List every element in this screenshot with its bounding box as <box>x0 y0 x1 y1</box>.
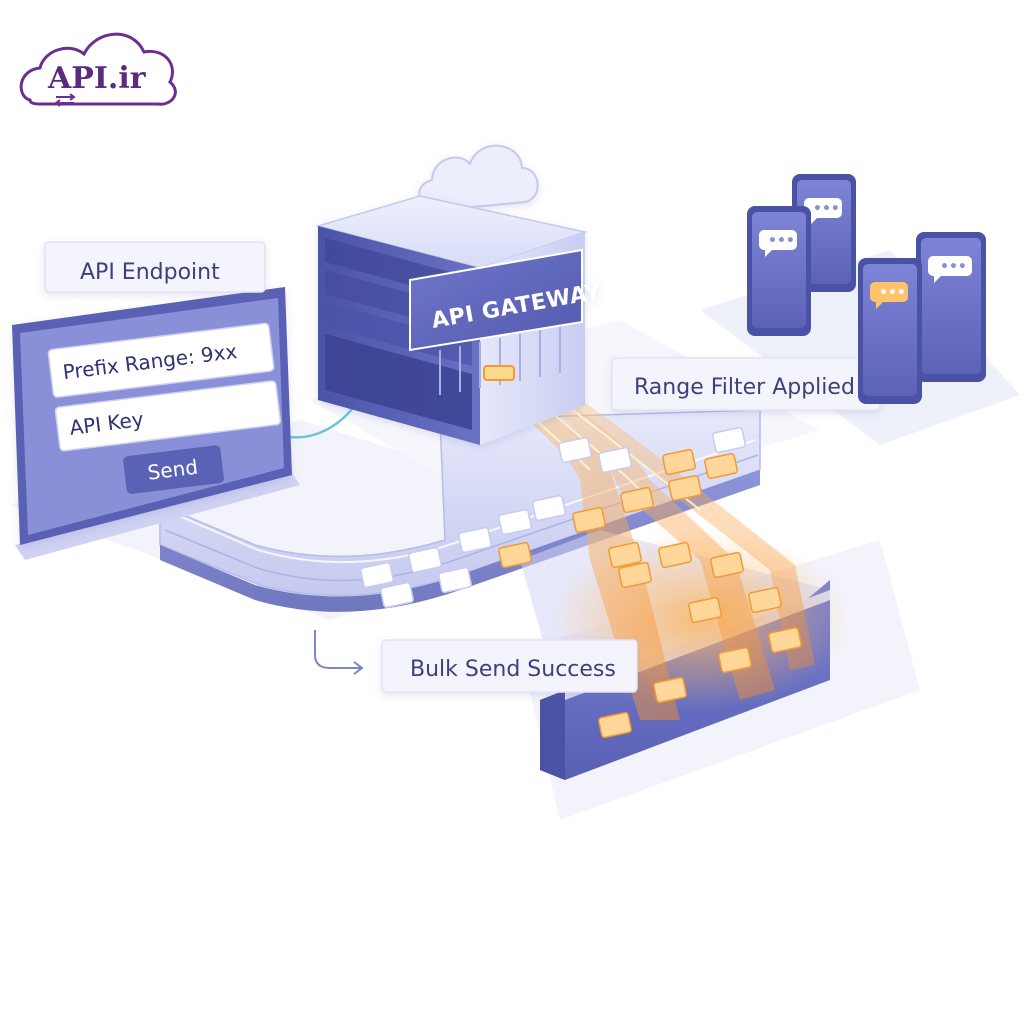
message-card <box>558 436 592 464</box>
message-card <box>380 581 414 609</box>
api-ir-logo: API.ir <box>19 32 177 107</box>
message-card <box>438 566 472 594</box>
message-card-filtered <box>704 452 738 480</box>
message-card-filtered <box>653 676 687 704</box>
gateway-output-port <box>483 365 515 381</box>
message-card-filtered <box>748 586 782 614</box>
message-card-filtered <box>572 506 606 534</box>
message-card-filtered <box>598 711 632 739</box>
phone-device: ••• <box>858 258 922 404</box>
label-api-endpoint-text: API Endpoint <box>80 260 220 285</box>
chat-bubble-icon <box>928 256 972 276</box>
message-card-filtered <box>618 561 652 589</box>
send-button[interactable] <box>121 443 226 496</box>
message-card <box>408 546 442 574</box>
message-card-filtered <box>668 474 702 502</box>
message-card <box>712 426 746 454</box>
message-cards <box>360 426 802 739</box>
message-card <box>498 508 532 536</box>
chat-bubble-dots: ••• <box>879 285 906 301</box>
message-card <box>532 494 566 522</box>
chat-bubble-icon <box>804 198 842 218</box>
chat-bubble-dots: ••• <box>940 259 967 275</box>
label-range-filter-text: Range Filter Applied <box>634 375 855 400</box>
logo-text: API.ir <box>47 61 147 96</box>
chat-bubble-dots: ••• <box>768 233 795 249</box>
message-card <box>458 526 492 554</box>
message-card-filtered <box>718 646 752 674</box>
label-bulk-send-text: Bulk Send Success <box>410 657 616 682</box>
prefix-range-field[interactable] <box>47 322 275 398</box>
gateway-vents <box>439 326 561 395</box>
label-range-filter: Range Filter Applied <box>611 357 881 411</box>
message-card-filtered <box>768 626 802 654</box>
label-api-endpoint: API Endpoint <box>44 241 266 293</box>
message-card-filtered <box>498 541 532 569</box>
phone-device: ••• <box>916 232 986 382</box>
message-card <box>598 446 632 474</box>
chat-bubble-icon <box>759 230 797 250</box>
message-card-filtered <box>658 541 692 569</box>
message-card-filtered <box>662 448 696 476</box>
message-card-filtered <box>608 541 642 569</box>
bulk-arrow-icon <box>314 630 364 675</box>
message-card <box>360 561 394 589</box>
message-card-filtered <box>688 596 722 624</box>
message-card-filtered <box>710 551 744 579</box>
chat-bubble-dots: ••• <box>813 201 840 217</box>
phone-device: ••• <box>747 206 811 336</box>
transfer-arrows-icon <box>54 93 76 107</box>
api-key-field[interactable] <box>54 380 282 452</box>
api-gateway-server: API GATEWAY <box>315 195 604 445</box>
endpoint-form: Prefix Range: 9xx API Key Send <box>47 322 282 496</box>
label-bulk-send: Bulk Send Success <box>381 639 638 693</box>
phone-group: ••• ••• ••• ••• <box>747 174 986 404</box>
chat-bubble-icon <box>870 282 908 302</box>
message-card-filtered <box>620 486 654 514</box>
